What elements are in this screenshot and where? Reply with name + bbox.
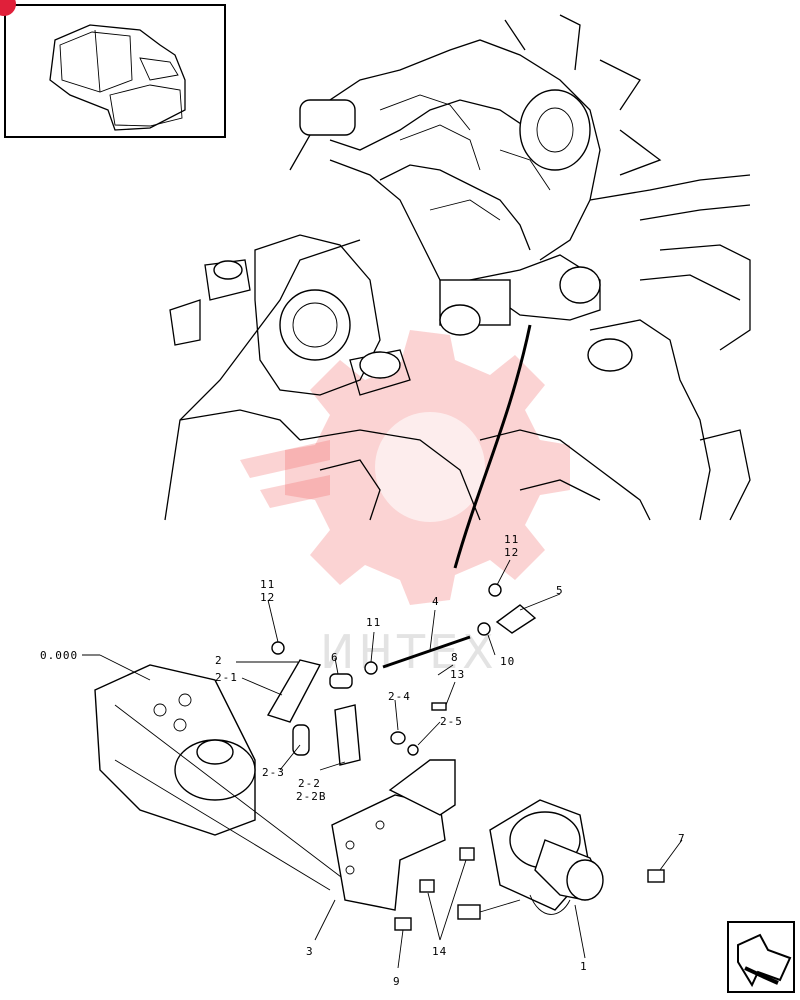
label-10: 10 xyxy=(500,655,515,668)
label-2-2: 2-2 xyxy=(298,777,321,790)
label-11-a: 11 xyxy=(260,578,275,591)
label-2-4: 2-4 xyxy=(388,690,411,703)
watermark-text: ИНТЕХ xyxy=(320,625,498,679)
next-page-button[interactable] xyxy=(727,921,795,993)
label-7: 7 xyxy=(678,832,686,845)
inset-thumbnail[interactable] xyxy=(4,4,226,138)
label-2: 2 xyxy=(215,654,223,667)
label-1: 1 xyxy=(580,960,588,973)
watermark-logo xyxy=(240,330,570,605)
marker-badge-icon xyxy=(0,0,16,16)
harness-leader xyxy=(453,324,532,569)
label-12-a: 12 xyxy=(260,591,275,604)
label-2-3: 2-3 xyxy=(262,766,285,779)
machine-cab-thumbnail-icon xyxy=(49,24,186,131)
label-6: 6 xyxy=(331,651,339,664)
label-14: 14 xyxy=(432,945,447,958)
label-11-b: 11 xyxy=(504,533,519,546)
label-13: 13 xyxy=(450,668,465,681)
label-2-5: 2-5 xyxy=(440,715,463,728)
next-page-arrow-icon xyxy=(737,933,792,988)
label-11-c: 11 xyxy=(366,616,381,629)
label-0000: 0.000 xyxy=(40,649,78,662)
label-4: 4 xyxy=(432,595,440,608)
label-2-2B: 2-2B xyxy=(296,790,327,803)
label-5: 5 xyxy=(556,584,564,597)
label-2-1: 2-1 xyxy=(215,671,238,684)
exploded-parts xyxy=(82,559,683,969)
engine-assembly xyxy=(164,14,751,521)
label-9: 9 xyxy=(393,975,401,988)
label-8: 8 xyxy=(451,651,459,664)
label-12-b: 12 xyxy=(504,546,519,559)
callout-labels: 0.000 2 2-1 11 12 6 11 4 8 11 12 5 10 13… xyxy=(40,533,686,988)
label-3: 3 xyxy=(306,945,314,958)
